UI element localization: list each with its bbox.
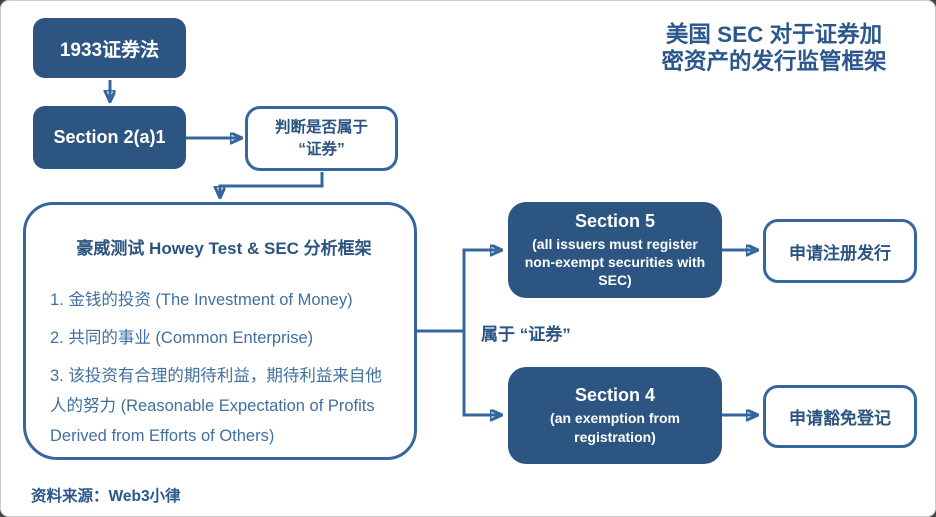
node-securities-act-1933: 1933证券法	[33, 18, 186, 78]
arrow-branch-to-section5	[462, 250, 501, 331]
page-title-line1: 美国 SEC 对于证券加	[665, 22, 883, 47]
howey-test-item-1: 1. 金钱的投资 (The Investment of Money)	[50, 291, 353, 309]
page-title: 美国 SEC 对于证券加 密资产的发行监管框架	[612, 21, 936, 75]
branch-label-is-security: 属于 “证券”	[481, 325, 571, 344]
arrow-judge-to-howey	[220, 172, 324, 197]
node-exemption-registration: 申请豁免登记	[763, 385, 917, 448]
node-judge-security: 判断是否属于 “证券”	[245, 106, 398, 171]
node-section-4: Section 4 (an exemption from registratio…	[508, 367, 722, 464]
page-title-line2: 密资产的发行监管框架	[661, 49, 887, 74]
source-note: 资料来源：Web3小律	[31, 488, 181, 505]
howey-test-item-2: 2. 共同的事业 (Common Enterprise)	[50, 329, 314, 347]
node-exemption-registration-label: 申请豁免登记	[789, 409, 891, 428]
node-securities-act-1933-label: 1933证券法	[59, 39, 160, 61]
node-section-4-subtitle: (an exemption from registration)	[550, 410, 680, 445]
node-section-5: Section 5 (all issuers must register non…	[508, 202, 722, 298]
howey-test-header: 豪威测试 Howey Test & SEC 分析框架	[76, 239, 372, 258]
node-register-offering: 申请注册发行	[763, 219, 917, 283]
node-section-5-subtitle: (all issuers must register non-exempt se…	[524, 235, 706, 289]
node-section-2a1: Section 2(a)1	[33, 106, 186, 169]
node-section-4-title: Section 4	[574, 385, 656, 406]
howey-test-item-3: 3. 该投资有合理的期待利益，期待利益来自他人的努力 (Reasonable E…	[50, 367, 382, 445]
node-section-5-title: Section 5	[574, 210, 656, 231]
node-judge-line1: 判断是否属于	[274, 119, 368, 137]
node-judge-line2: “证券”	[298, 140, 345, 158]
node-section-2a1-label: Section 2(a)1	[53, 127, 166, 147]
node-register-offering-label: 申请注册发行	[789, 243, 891, 263]
node-howey-test: 豪威测试 Howey Test & SEC 分析框架 1. 金钱的投资 (The…	[23, 202, 417, 460]
